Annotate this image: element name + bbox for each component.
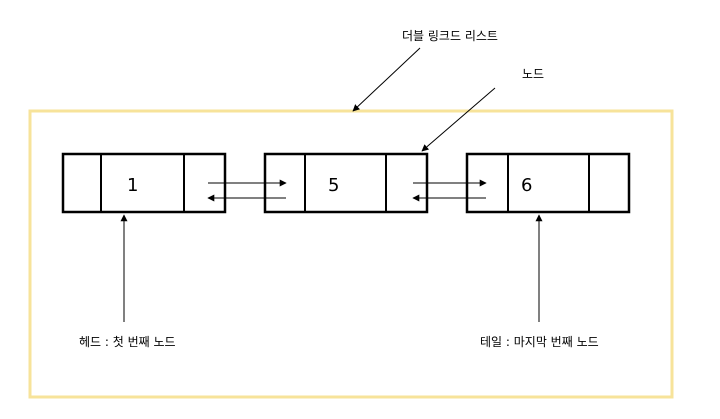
node-2: 5 [263, 152, 429, 214]
node-2-value: 5 [328, 175, 339, 196]
head-label: 헤드 : 첫 번째 노드 [79, 335, 176, 349]
list-container [28, 109, 674, 399]
node-3-box [465, 152, 631, 214]
list-label-arrow [352, 47, 421, 112]
tail-label: 테일 : 마지막 번째 노드 [480, 335, 599, 349]
node-1-value: 1 [127, 175, 138, 196]
node-2-box [263, 152, 429, 214]
node-3-value: 6 [521, 175, 532, 196]
node-3: 6 [465, 152, 631, 214]
node-1: 1 [61, 152, 227, 214]
list-label: 더블 링크드 리스트 [402, 29, 498, 43]
node-label-arrow [421, 87, 496, 152]
node-label: 노드 [522, 67, 544, 81]
node-1-box [61, 152, 227, 214]
